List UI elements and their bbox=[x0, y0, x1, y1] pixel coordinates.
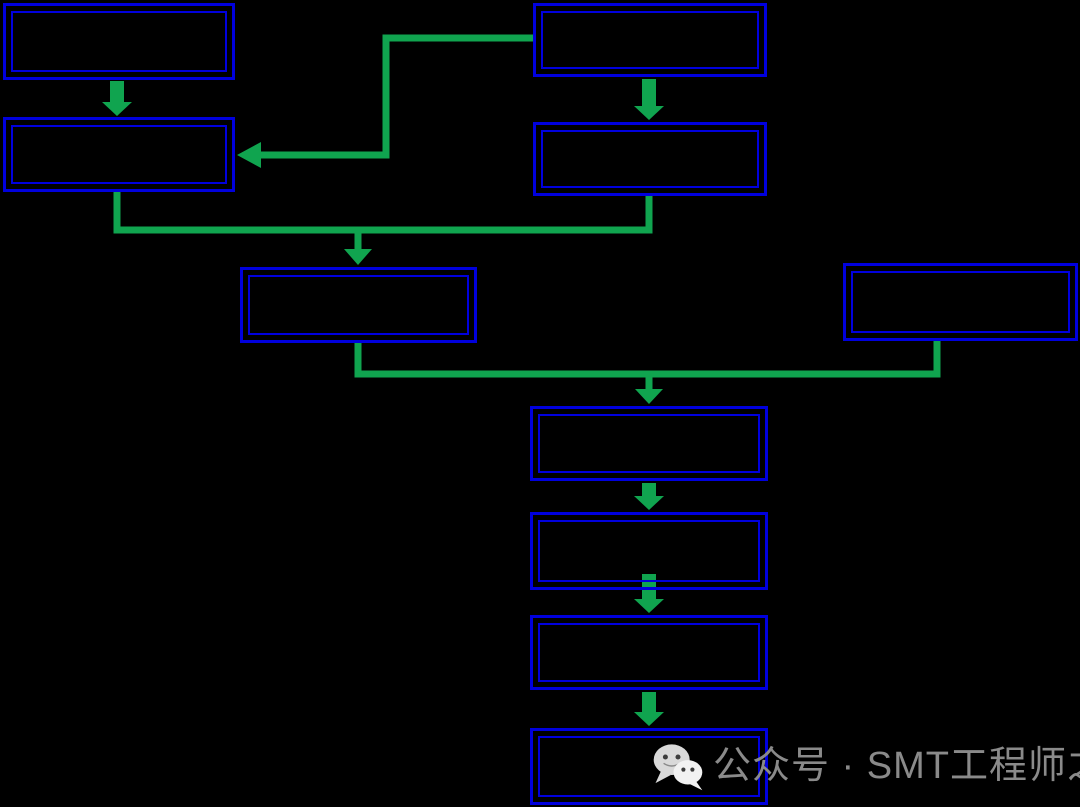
elbow-line-box2-box4-merge bbox=[113, 192, 653, 234]
block-arrow-box7-box8 bbox=[634, 574, 664, 613]
flow-node-inner-border bbox=[538, 623, 760, 682]
flow-node-box-8 bbox=[530, 615, 768, 690]
flow-node-box-3 bbox=[533, 3, 767, 77]
flow-node-box-2 bbox=[3, 117, 235, 192]
elbow-line-box3-box2 bbox=[259, 34, 533, 159]
flow-node-box-1 bbox=[3, 3, 235, 80]
flow-node-box-7 bbox=[530, 512, 768, 590]
flow-node-inner-border bbox=[11, 11, 227, 72]
flow-node-box-9 bbox=[530, 728, 768, 805]
watermark-text: 公众号 · SMT工程师之家 bbox=[713, 745, 1080, 787]
flow-node-inner-border bbox=[248, 275, 469, 335]
block-arrow-box6-box7 bbox=[634, 483, 664, 510]
flow-node-inner-border bbox=[541, 130, 759, 188]
flow-node-inner-border bbox=[541, 11, 759, 69]
block-arrow-box1-box2 bbox=[102, 81, 132, 116]
arrowhead-down-box6 bbox=[635, 389, 663, 404]
flow-node-box-5 bbox=[240, 267, 477, 343]
flow-node-box-side bbox=[843, 263, 1078, 341]
flow-node-inner-border bbox=[538, 414, 760, 473]
block-arrow-box8-box9 bbox=[634, 692, 664, 726]
flow-node-inner-border bbox=[538, 520, 760, 582]
block-arrow-box3-box4 bbox=[634, 79, 664, 120]
flow-node-inner-border bbox=[538, 736, 760, 797]
arrowhead-left-box2 bbox=[237, 142, 261, 168]
flow-node-box-4 bbox=[533, 122, 767, 196]
elbow-line-box5-boxside-merge bbox=[354, 338, 941, 378]
flow-node-inner-border bbox=[11, 125, 227, 184]
flow-node-inner-border bbox=[851, 271, 1070, 333]
arrowhead-down-box5 bbox=[344, 249, 372, 265]
wechat-icon bbox=[653, 744, 703, 791]
flow-node-box-6 bbox=[530, 406, 768, 481]
watermark: 公众号 · SMT工程师之家 bbox=[651, 737, 1080, 795]
